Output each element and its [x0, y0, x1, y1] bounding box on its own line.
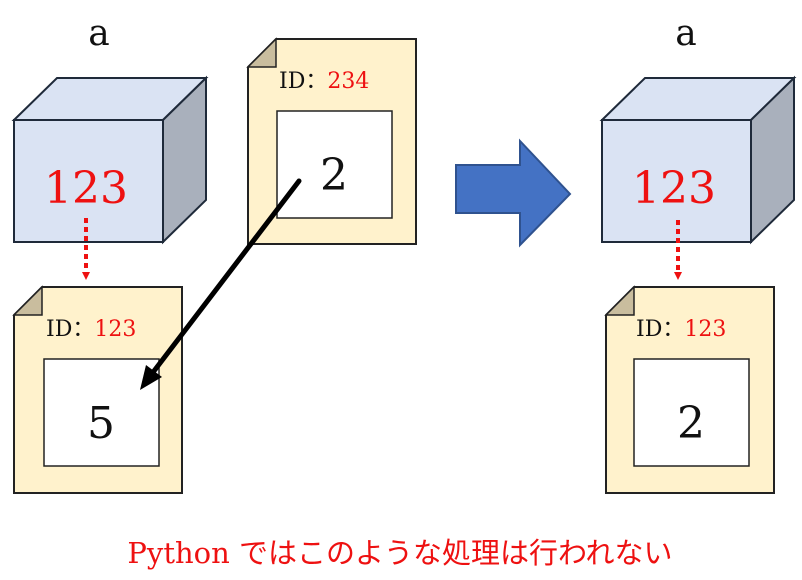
middle-card-id-label: ID： [279, 69, 327, 94]
value-transfer-head [140, 365, 162, 390]
right-card-id-label: ID： [636, 317, 684, 342]
left-variable-name: a [88, 13, 109, 54]
middle-card-id-row: ID：234 [279, 69, 369, 94]
left-box-value: 123 [44, 163, 128, 214]
right-card-fold [604, 285, 635, 316]
right-card-value: 2 [677, 398, 705, 449]
right-box-value: 123 [632, 163, 716, 214]
right-object-card: ID：123 2 [604, 285, 775, 494]
left-card-id-label: ID： [46, 317, 94, 342]
right-variable-box: 123 [599, 75, 797, 245]
middle-card-id-value: 234 [327, 69, 369, 94]
left-card-fold [12, 285, 43, 316]
right-card-value-box [633, 358, 750, 467]
middle-card-fold [246, 37, 277, 68]
left-box-front [13, 119, 164, 243]
left-variable-box: 123 [11, 75, 209, 245]
middle-card-value-box [276, 110, 393, 219]
left-object-card: ID：123 5 [12, 285, 183, 494]
right-card-id-value: 123 [684, 317, 726, 342]
left-card-value-box [43, 358, 160, 467]
left-card-id-value: 123 [94, 317, 136, 342]
middle-card-value: 2 [320, 150, 348, 201]
diagram-caption: Python ではこのような処理は行われない [127, 536, 672, 570]
value-transfer-shaft [151, 178, 302, 374]
left-card-id-row: ID：123 [46, 317, 136, 342]
left-card-value: 5 [87, 398, 115, 449]
transition-arrow-icon [455, 138, 572, 248]
right-card-id-row: ID：123 [636, 317, 726, 342]
left-scene: a 123 ID：123 5 ID：234 2 [11, 13, 417, 494]
right-variable-name: a [675, 13, 696, 54]
right-scene: a 123 ID：123 2 [599, 13, 797, 494]
value-transfer-arrow [140, 178, 302, 390]
